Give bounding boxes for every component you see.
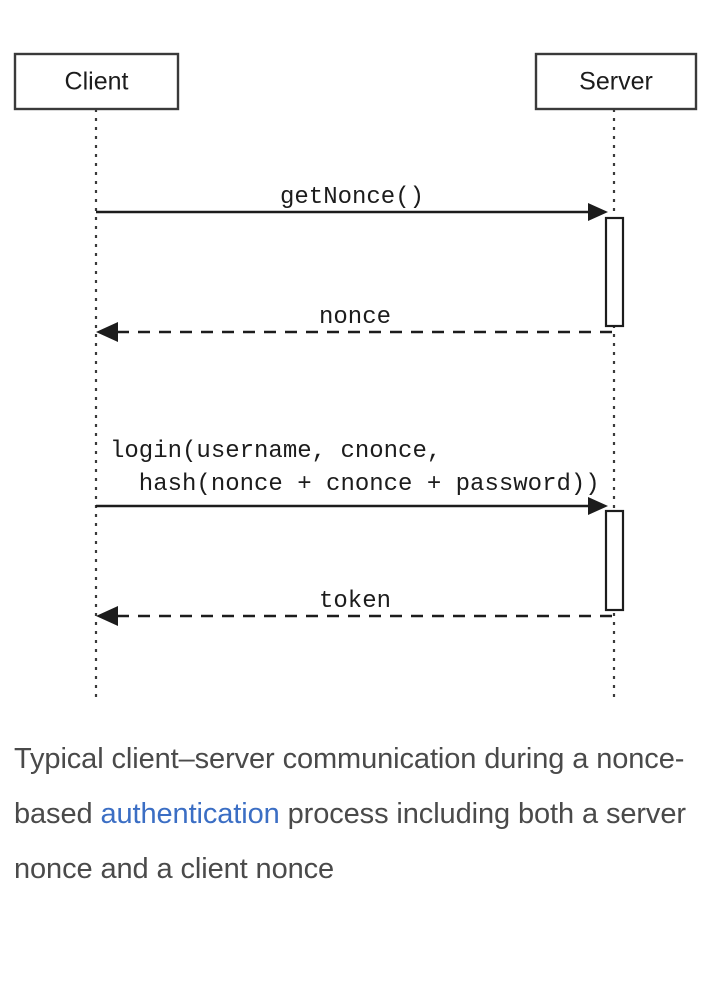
caption-authentication-link[interactable]: authentication [100, 798, 280, 830]
participant-server-box [534, 52, 698, 111]
message-nonce-return-label: nonce [319, 304, 391, 331]
message-login-label-line-1: login(username, cnonce, [110, 438, 441, 465]
message-nonce-return-arrowhead [96, 322, 118, 342]
message-login[interactable]: login(username, cnonce, hash(nonce + cno… [96, 438, 608, 515]
message-login-label-line-2: hash(nonce + cnonce + password)) [110, 471, 600, 498]
caption-text-part-2: process including both a server nonce an… [14, 798, 686, 885]
message-nonce-return[interactable]: nonce [96, 304, 612, 342]
sequence-diagram-figure: Client Server getNonce() nonce login(use… [13, 52, 698, 700]
caption-text-part-1: Typical client–server communication duri… [14, 743, 685, 830]
participant-client-label: Client [65, 68, 129, 96]
message-get-nonce[interactable]: getNonce() [96, 184, 608, 221]
participant-server[interactable]: Server [534, 52, 698, 111]
activation-bar-get-nonce [604, 216, 625, 328]
message-token-return[interactable]: token [96, 588, 612, 626]
message-token-return-label: token [319, 588, 391, 615]
activation-bar-login [604, 509, 625, 612]
message-token-return-arrowhead [96, 606, 118, 626]
message-get-nonce-label: getNonce() [280, 184, 424, 211]
figure-caption: Typical client–server communication duri… [0, 716, 720, 897]
participant-client-box [13, 52, 180, 111]
participant-server-label: Server [579, 68, 653, 96]
message-login-arrowhead [588, 497, 608, 515]
message-get-nonce-arrowhead [588, 203, 608, 221]
participant-client[interactable]: Client [13, 52, 180, 111]
sequence-diagram-canvas: Client Server getNonce() nonce login(use… [13, 52, 698, 700]
